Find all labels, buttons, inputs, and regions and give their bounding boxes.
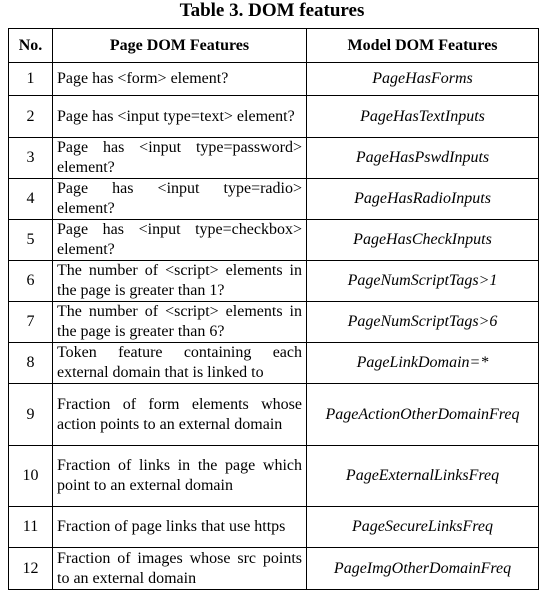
model-dom-feature: PageImgOtherDomainFreq bbox=[306, 547, 539, 590]
row-number: 2 bbox=[8, 95, 53, 138]
page-dom-feature: Page has <input type=text> element? bbox=[52, 95, 307, 138]
row-number: 3 bbox=[8, 137, 53, 179]
model-dom-feature: PageNumScriptTags>6 bbox=[306, 301, 539, 343]
page-dom-feature: Fraction of form elements whose action p… bbox=[52, 383, 307, 446]
row-number: 9 bbox=[8, 383, 53, 446]
table-row: 1 Page has <form> element? PageHasForms bbox=[8, 62, 539, 96]
table-row: 12 Fraction of images whose src points t… bbox=[8, 547, 539, 590]
column-header-page-dom-features: Page DOM Features bbox=[52, 28, 307, 63]
row-number: 4 bbox=[8, 178, 53, 220]
model-dom-feature: PageNumScriptTags>1 bbox=[306, 260, 539, 302]
table-caption: Table 3. DOM features bbox=[179, 0, 365, 21]
model-dom-feature: PageHasCheckInputs bbox=[306, 219, 539, 261]
page-dom-feature: Page has <input type=checkbox> element? bbox=[52, 219, 307, 261]
table-row: 8 Token feature containing each external… bbox=[8, 342, 539, 384]
page-dom-feature: Fraction of images whose src points to a… bbox=[52, 547, 307, 590]
table-row: 10 Fraction of links in the page which p… bbox=[8, 445, 539, 507]
table-row: 2 Page has <input type=text> element? Pa… bbox=[8, 95, 539, 138]
model-dom-feature: PageHasTextInputs bbox=[306, 95, 539, 138]
model-dom-feature: PageHasPswdInputs bbox=[306, 137, 539, 179]
table-row: 6 The number of <script> elements in the… bbox=[8, 260, 539, 302]
page-dom-feature: The number of <script> elements in the p… bbox=[52, 260, 307, 302]
page-dom-feature: The number of <script> elements in the p… bbox=[52, 301, 307, 343]
table-row: 4 Page has <input type=radio> element? P… bbox=[8, 178, 539, 220]
model-dom-feature: PageLinkDomain=* bbox=[306, 342, 539, 384]
row-number: 7 bbox=[8, 301, 53, 343]
row-number: 6 bbox=[8, 260, 53, 302]
model-dom-feature: PageHasRadioInputs bbox=[306, 178, 539, 220]
model-dom-feature: PageActionOtherDomainFreq bbox=[306, 383, 539, 446]
row-number: 10 bbox=[8, 445, 53, 507]
model-dom-feature: PageExternalLinksFreq bbox=[306, 445, 539, 507]
dom-features-table: No. Page DOM Features Model DOM Features… bbox=[8, 28, 539, 590]
column-header-no: No. bbox=[8, 28, 53, 63]
table-row: 5 Page has <input type=checkbox> element… bbox=[8, 219, 539, 261]
row-number: 11 bbox=[8, 506, 53, 548]
model-dom-feature: PageHasForms bbox=[306, 62, 539, 96]
row-number: 1 bbox=[8, 62, 53, 96]
row-number: 12 bbox=[8, 547, 53, 590]
header-row: No. Page DOM Features Model DOM Features bbox=[8, 28, 539, 63]
table-row: 9 Fraction of form elements whose action… bbox=[8, 383, 539, 446]
page-dom-feature: Fraction of links in the page which poin… bbox=[52, 445, 307, 507]
table-row: 11 Fraction of page links that use https… bbox=[8, 506, 539, 548]
row-number: 5 bbox=[8, 219, 53, 261]
page-dom-feature: Page has <input type=radio> element? bbox=[52, 178, 307, 220]
table-row: 7 The number of <script> elements in the… bbox=[8, 301, 539, 343]
column-header-model-dom-features: Model DOM Features bbox=[306, 28, 539, 63]
page-dom-feature: Page has <form> element? bbox=[52, 62, 307, 96]
row-number: 8 bbox=[8, 342, 53, 384]
page-dom-feature: Token feature containing each external d… bbox=[52, 342, 307, 384]
model-dom-feature: PageSecureLinksFreq bbox=[306, 506, 539, 548]
page-dom-feature: Fraction of page links that use https bbox=[52, 506, 307, 548]
table-row: 3 Page has <input type=password> element… bbox=[8, 137, 539, 179]
page-dom-feature: Page has <input type=password> element? bbox=[52, 137, 307, 179]
